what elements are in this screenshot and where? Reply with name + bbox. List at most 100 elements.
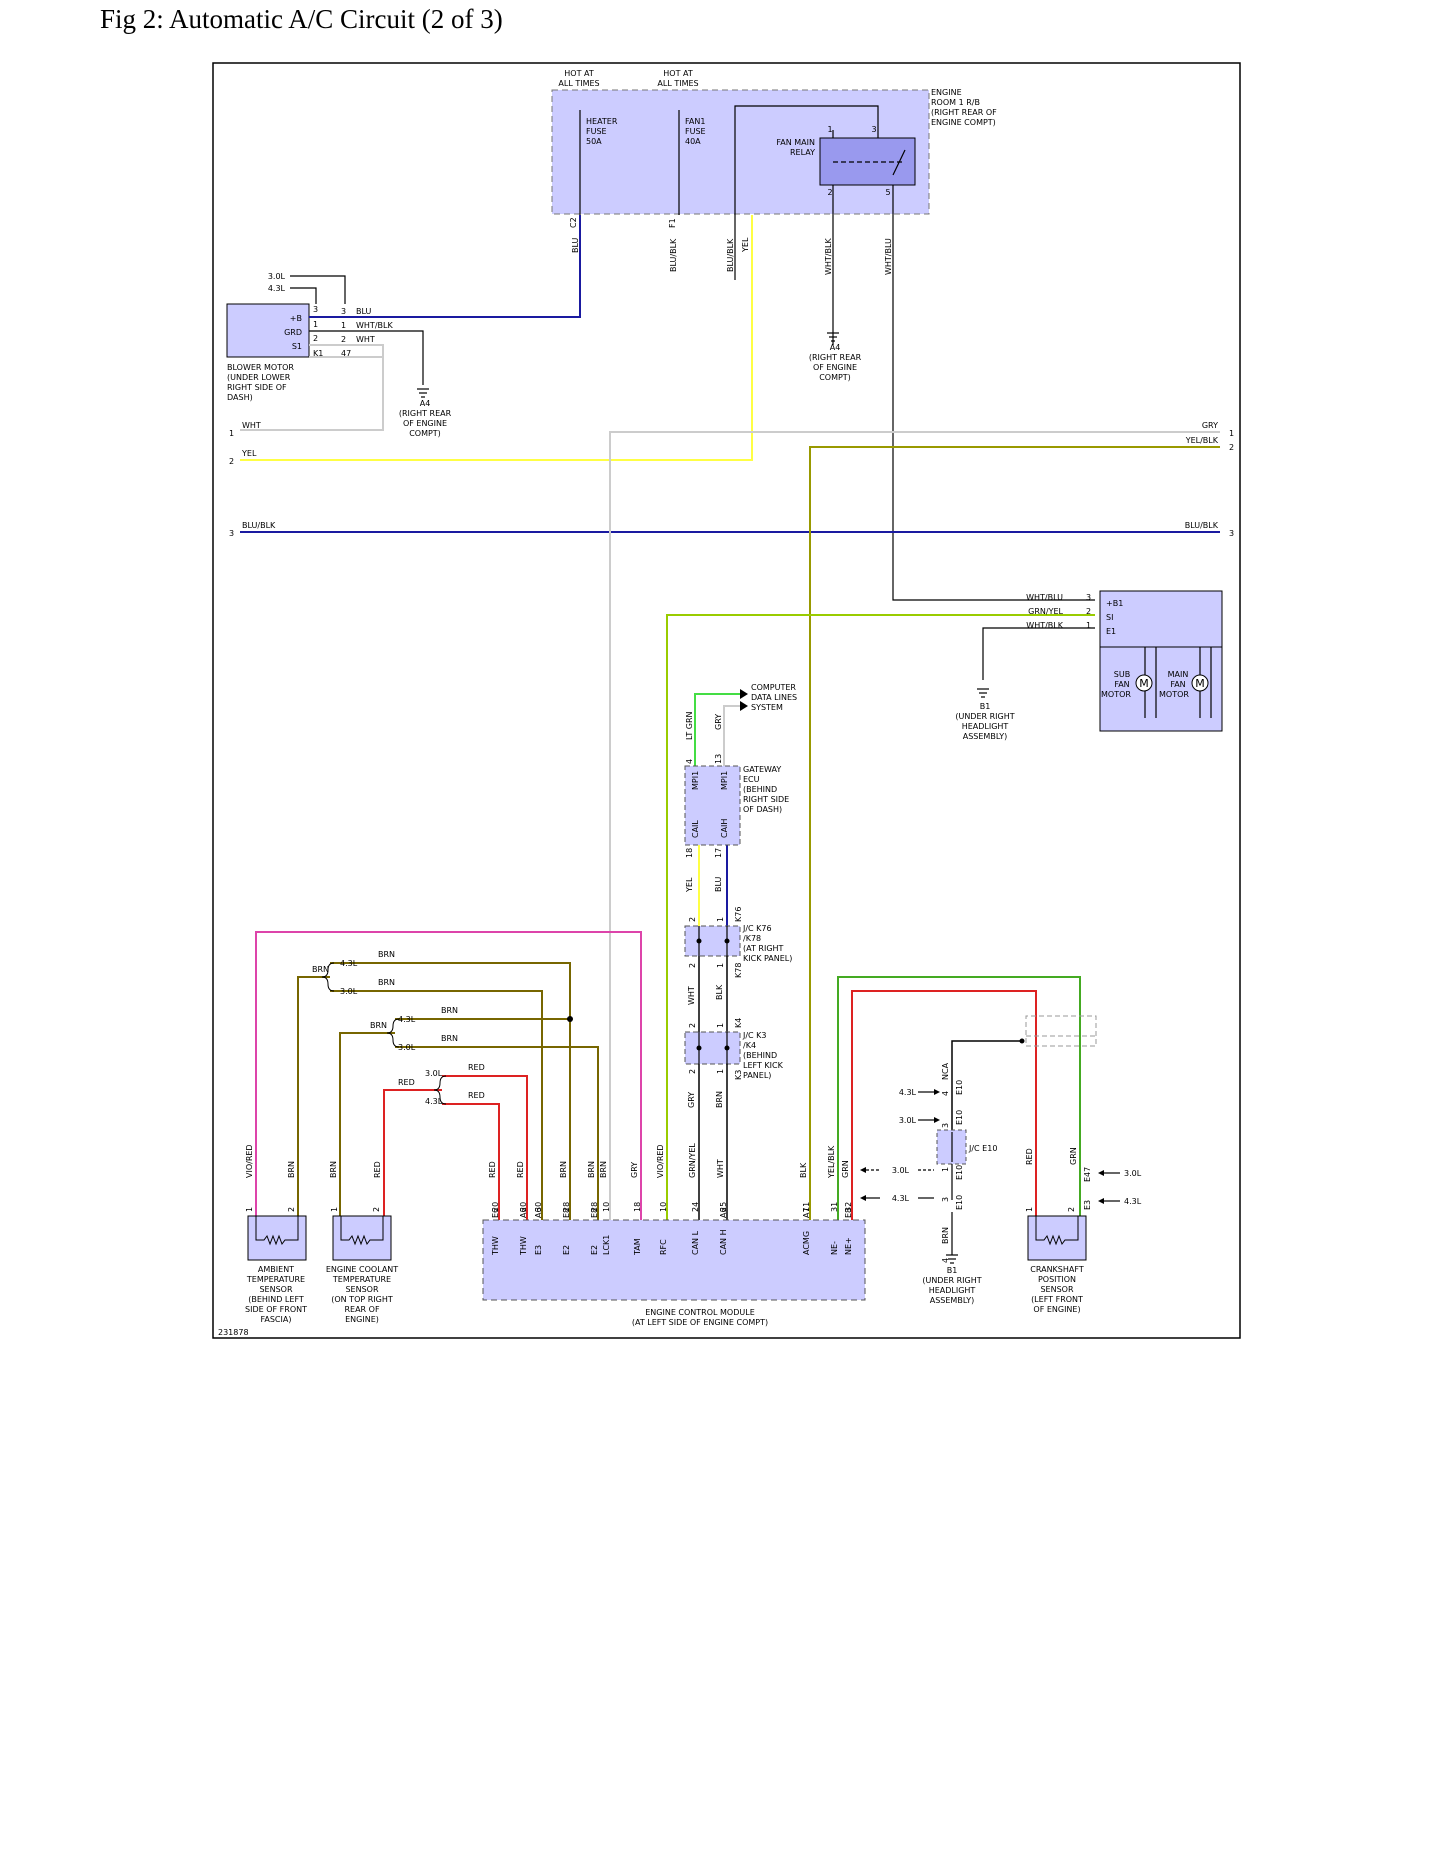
svg-text:4.3L: 4.3L bbox=[268, 284, 286, 293]
svg-text:3.0L: 3.0L bbox=[1124, 1169, 1142, 1178]
svg-text:(RIGHT REAR: (RIGHT REAR bbox=[399, 409, 452, 418]
svg-text:RED: RED bbox=[468, 1063, 485, 1072]
ecm-pin-number: 31 bbox=[830, 1202, 839, 1212]
ecm-wire-label: BRN bbox=[559, 1161, 568, 1178]
ecm-pin-number: 32 bbox=[844, 1202, 853, 1212]
crankshaft-position-sensor bbox=[1027, 1215, 1087, 1261]
svg-text:1: 1 bbox=[716, 1023, 725, 1028]
fan-motor-module bbox=[1099, 590, 1223, 732]
svg-text:KICK PANEL): KICK PANEL) bbox=[743, 954, 792, 963]
svg-text:17: 17 bbox=[714, 848, 723, 858]
jc-e10-label: J/C E10 bbox=[968, 1144, 997, 1153]
svg-text:HEADLIGHT: HEADLIGHT bbox=[962, 722, 1009, 731]
svg-text:YEL: YEL bbox=[241, 449, 257, 458]
svg-text:BLU/BLK: BLU/BLK bbox=[242, 521, 276, 530]
svg-text:E10: E10 bbox=[955, 1195, 964, 1210]
svg-text:DASH): DASH) bbox=[227, 393, 253, 402]
svg-text:1: 1 bbox=[716, 917, 725, 922]
svg-text:5: 5 bbox=[885, 188, 890, 197]
svg-text:SIDE OF FRONT: SIDE OF FRONT bbox=[245, 1305, 307, 1314]
ground-b1-jc: B1 bbox=[947, 1266, 958, 1275]
computer-data-lines-label: COMPUTER bbox=[751, 683, 796, 692]
svg-text:2: 2 bbox=[688, 1023, 697, 1028]
sub-fan-motor-label: SUB bbox=[1114, 670, 1130, 679]
ecm-pin-function: THW bbox=[491, 1236, 500, 1256]
ground-a4-left: A4 bbox=[420, 399, 431, 408]
svg-text:GRY: GRY bbox=[687, 1092, 696, 1108]
svg-text:50A: 50A bbox=[586, 137, 602, 146]
ecm-pin-function: TAM bbox=[633, 1238, 642, 1256]
svg-text:LT GRN: LT GRN bbox=[685, 711, 694, 740]
ecm-pin-function: NE+ bbox=[844, 1237, 853, 1255]
svg-text:ECU: ECU bbox=[743, 775, 760, 784]
svg-text:GRD: GRD bbox=[284, 328, 302, 337]
jc-k3-label: J/C K3 bbox=[742, 1031, 767, 1040]
svg-text:3: 3 bbox=[229, 529, 234, 538]
svg-text:E10: E10 bbox=[955, 1080, 964, 1095]
ground-icon bbox=[827, 332, 839, 342]
ecm-pin-number: 28 bbox=[562, 1202, 571, 1212]
ecm-wire-label: RED bbox=[516, 1161, 525, 1178]
svg-text:3: 3 bbox=[871, 125, 876, 134]
ecm-pin-function: E3 bbox=[534, 1245, 543, 1255]
svg-text:K4: K4 bbox=[734, 1018, 743, 1028]
svg-text:ROOM 1 R/B: ROOM 1 R/B bbox=[931, 98, 980, 107]
svg-text:2: 2 bbox=[1067, 1207, 1076, 1212]
svg-text:WHT/BLU: WHT/BLU bbox=[884, 238, 893, 275]
main-fan-motor-label: MAIN bbox=[1168, 670, 1189, 679]
hot-at-all-times-1: HOT AT bbox=[564, 69, 594, 78]
ecm-pin-number: 25 bbox=[719, 1202, 728, 1212]
svg-text:K76: K76 bbox=[734, 907, 743, 922]
diagram-frame bbox=[212, 62, 1241, 1339]
svg-text:RED: RED bbox=[1025, 1148, 1034, 1165]
svg-text:3.0L: 3.0L bbox=[425, 1069, 443, 1078]
ecm-wire-label: RED bbox=[373, 1161, 382, 1178]
svg-text:BRN: BRN bbox=[370, 1021, 387, 1030]
svg-text:47: 47 bbox=[341, 349, 351, 358]
svg-text:4: 4 bbox=[685, 759, 694, 764]
svg-text:COMPT): COMPT) bbox=[409, 429, 441, 438]
svg-text:/K78: /K78 bbox=[743, 934, 761, 943]
svg-text:1: 1 bbox=[341, 321, 346, 330]
svg-text:GRY: GRY bbox=[1202, 421, 1218, 430]
svg-text:ASSEMBLY): ASSEMBLY) bbox=[963, 732, 1007, 741]
ecm-pin-number: 20 bbox=[491, 1202, 500, 1212]
svg-text:DATA LINES: DATA LINES bbox=[751, 693, 797, 702]
svg-text:RIGHT SIDE: RIGHT SIDE bbox=[743, 795, 789, 804]
svg-text:(RIGHT REAR OF: (RIGHT REAR OF bbox=[931, 108, 997, 117]
svg-text:CAIL: CAIL bbox=[691, 820, 700, 838]
ecm-pin-number: 30 bbox=[534, 1202, 543, 1212]
page-title: Fig 2: Automatic A/C Circuit (2 of 3) bbox=[100, 4, 503, 34]
svg-text:2: 2 bbox=[341, 335, 346, 344]
svg-text:SENSOR: SENSOR bbox=[345, 1285, 378, 1294]
svg-text:(BEHIND: (BEHIND bbox=[743, 1051, 777, 1060]
ground-a4-right: A4 bbox=[830, 343, 841, 352]
svg-text:ASSEMBLY): ASSEMBLY) bbox=[930, 1296, 974, 1305]
engine-coolant-temperature-sensor bbox=[332, 1215, 392, 1261]
svg-text:CAIH: CAIH bbox=[720, 819, 729, 838]
svg-text:OF ENGINE: OF ENGINE bbox=[813, 363, 857, 372]
svg-text:POSITION: POSITION bbox=[1038, 1275, 1076, 1284]
svg-text:C2: C2 bbox=[569, 217, 578, 228]
ecm-pin-code: E8 bbox=[590, 1208, 599, 1218]
svg-text:3.0L: 3.0L bbox=[892, 1166, 910, 1175]
jc-k76-k78 bbox=[684, 925, 741, 957]
svg-text:4.3L: 4.3L bbox=[398, 1015, 416, 1024]
svg-text:OF ENGINE): OF ENGINE) bbox=[1033, 1305, 1080, 1314]
svg-text:E10: E10 bbox=[955, 1165, 964, 1180]
ecm-wire-label: VIO/RED bbox=[245, 1144, 254, 1178]
svg-text:GRY: GRY bbox=[714, 714, 723, 730]
svg-text:SYSTEM: SYSTEM bbox=[751, 703, 783, 712]
svg-text:COMPT): COMPT) bbox=[819, 373, 851, 382]
svg-text:4.3L: 4.3L bbox=[425, 1097, 443, 1106]
ecm-pin-function: E2 bbox=[562, 1245, 571, 1255]
ecm-wire-label: BLK bbox=[799, 1162, 808, 1178]
svg-text:ALL TIMES: ALL TIMES bbox=[657, 79, 698, 88]
svg-text:ALL TIMES: ALL TIMES bbox=[558, 79, 599, 88]
svg-text:BRN: BRN bbox=[378, 978, 395, 987]
svg-text:18: 18 bbox=[685, 848, 694, 858]
ecm-pin-number: 11 bbox=[802, 1202, 811, 1212]
svg-text:RED: RED bbox=[398, 1078, 415, 1087]
svg-text:4.3L: 4.3L bbox=[1124, 1197, 1142, 1206]
